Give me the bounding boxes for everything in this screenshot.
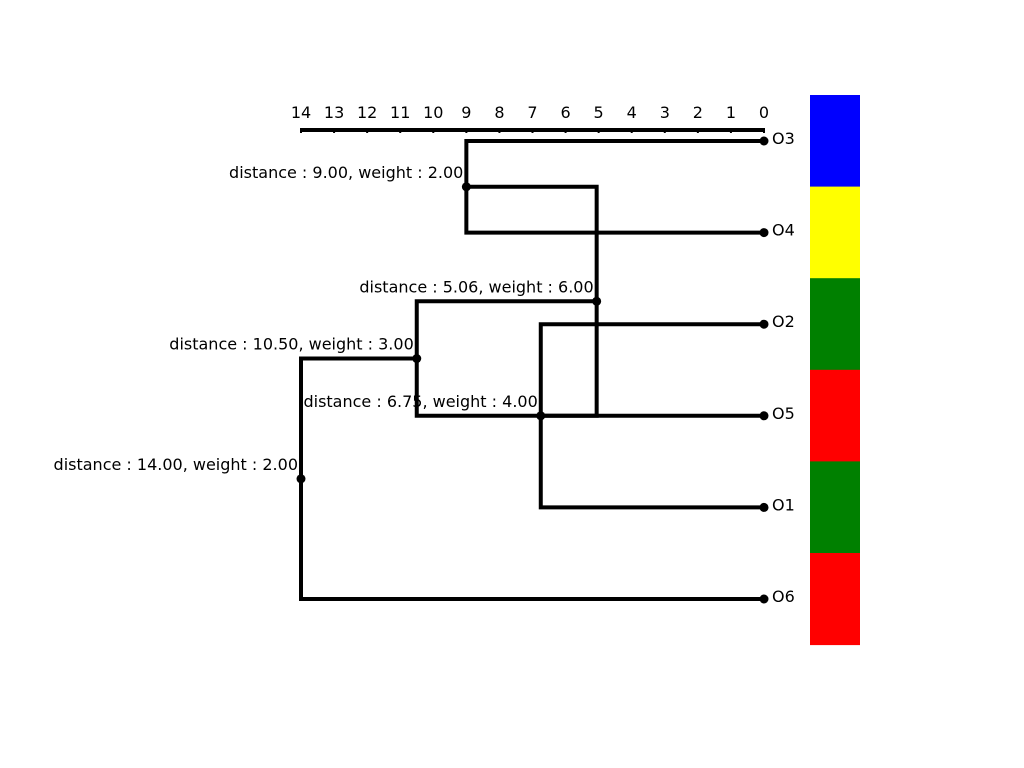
leaf-label: O1 [772, 495, 795, 514]
leaf-node-dot [759, 319, 769, 329]
leaf-label: O4 [772, 221, 795, 240]
leaf-node-dot [759, 228, 769, 238]
axis-tick-label: 9 [461, 103, 471, 122]
merge-node-dot [296, 474, 306, 484]
leaf-label: O5 [772, 404, 795, 423]
axis-tick-label: 11 [390, 103, 410, 122]
leaf-node-dot [759, 594, 769, 604]
axis-tick-label: 4 [627, 103, 637, 122]
cluster-color-block [810, 461, 860, 554]
axis-tick-label: 6 [560, 103, 570, 122]
merge-node-label: distance : 14.00, weight : 2.00 [54, 455, 298, 474]
cluster-color-block [810, 553, 860, 646]
leaf-node-dot [759, 136, 769, 146]
leaf-label: O3 [772, 129, 795, 148]
cluster-color-block [810, 95, 860, 188]
merge-node-label: distance : 9.00, weight : 2.00 [229, 163, 463, 182]
merge-node-label: distance : 10.50, weight : 3.00 [169, 335, 413, 354]
axis-tick-label: 0 [759, 103, 769, 122]
axis-tick-label: 14 [291, 103, 311, 122]
merge-node-dot [412, 354, 422, 364]
axis-tick-label: 12 [357, 103, 377, 122]
leaf-label: O6 [772, 587, 795, 606]
merge-node-dot [592, 296, 602, 306]
axis-tick-label: 1 [726, 103, 736, 122]
axis-tick-label: 10 [423, 103, 443, 122]
merge-node-dot [536, 411, 546, 421]
axis-tick-label: 3 [660, 103, 670, 122]
merge-node-label: distance : 5.06, weight : 6.00 [359, 277, 593, 296]
axis-tick-label: 8 [494, 103, 504, 122]
cluster-color-block [810, 278, 860, 371]
axis-tick-label: 5 [594, 103, 604, 122]
leaf-node-dot [759, 411, 769, 421]
cluster-color-block [810, 369, 860, 462]
axis-tick-label: 2 [693, 103, 703, 122]
cluster-color-block [810, 186, 860, 279]
axis-tick-label: 7 [527, 103, 537, 122]
merge-node-dot [461, 182, 471, 192]
merge-node-label: distance : 6.75, weight : 4.00 [303, 392, 537, 411]
axis-tick-label: 13 [324, 103, 344, 122]
leaf-node-dot [759, 502, 769, 512]
leaf-label: O2 [772, 312, 795, 331]
